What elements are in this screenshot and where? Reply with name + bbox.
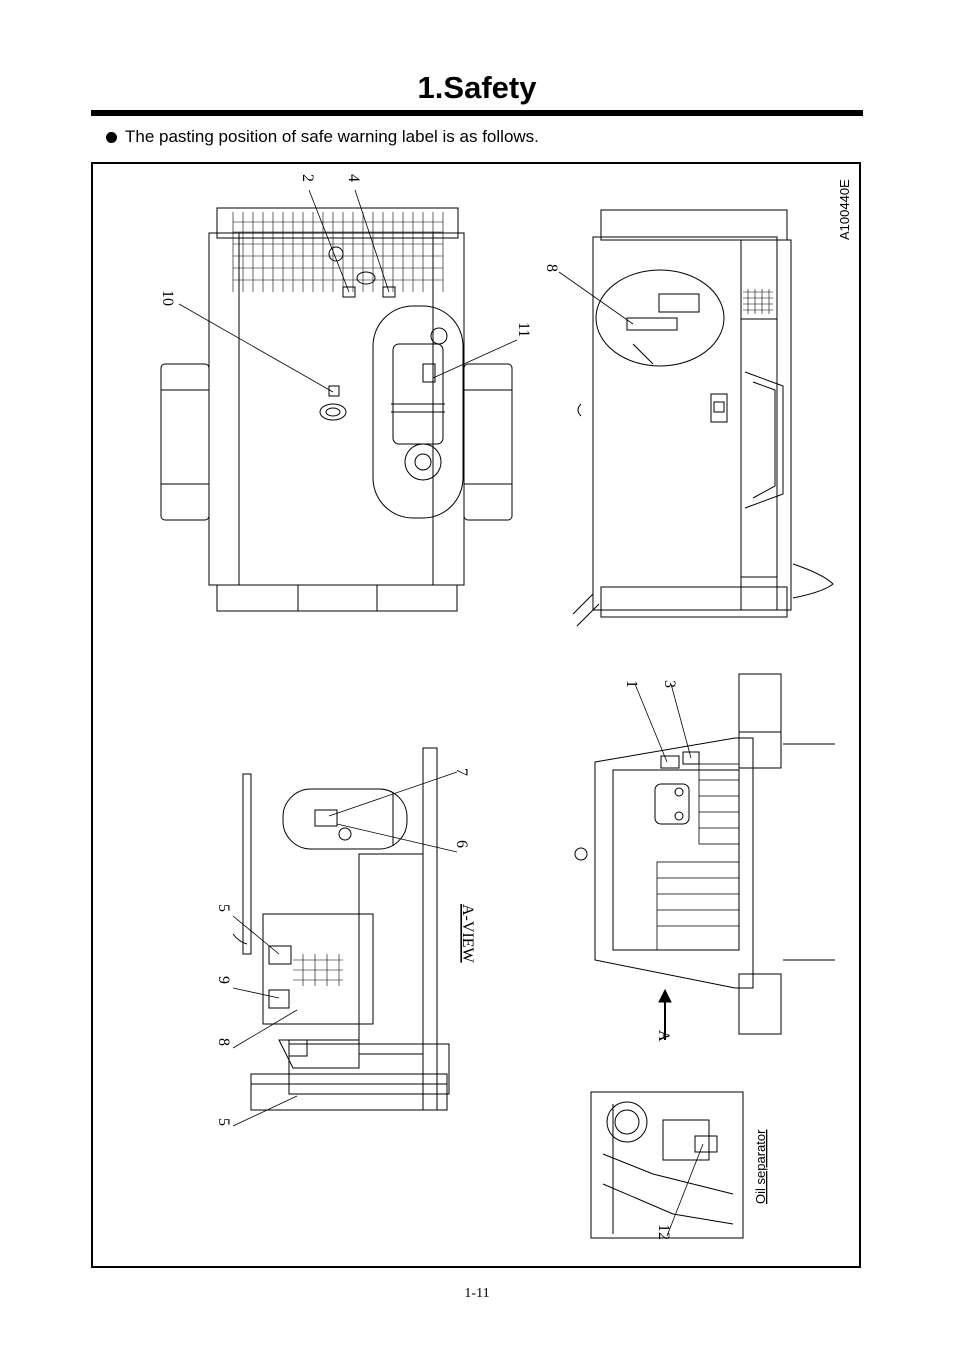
- machine-top-view: [572, 209, 834, 627]
- callout-8-bottom: 8: [215, 1038, 232, 1046]
- callout-leaders: [178, 189, 704, 1237]
- callout-8-top: 8: [543, 264, 560, 272]
- page-number: 1-11: [464, 1286, 490, 1301]
- machine-side-view: [160, 207, 513, 612]
- drawing-number: A100440E: [837, 179, 852, 240]
- a-view-label: A-VIEW: [459, 904, 476, 964]
- machine-front-view: [574, 673, 835, 1035]
- callout-1: 1: [623, 680, 640, 688]
- arrow-label-a: A: [655, 1030, 672, 1042]
- a-view-drawing: [232, 747, 450, 1111]
- callout-11: 11: [515, 322, 532, 337]
- callout-4: 4: [345, 174, 362, 182]
- figure-frame: [91, 162, 861, 1268]
- page-title: 1.Safety: [417, 70, 537, 105]
- oil-separator-detail: [590, 1091, 744, 1239]
- callout-9: 9: [215, 976, 232, 984]
- oil-separator-label: Oil separator: [753, 1129, 768, 1204]
- bullet-dot-icon: [106, 131, 117, 143]
- intro-text: The pasting position of safe warning lab…: [125, 127, 539, 146]
- view-arrow: [658, 988, 672, 1040]
- callout-2: 2: [299, 174, 316, 182]
- intro-line: The pasting position of safe warning lab…: [106, 127, 539, 147]
- callout-3: 3: [661, 680, 678, 688]
- callout-12: 12: [655, 1224, 672, 1240]
- label-position-diagram: A100440E 2 4 10 11 8 1 3 7 6 A-VIEW 5 9 …: [159, 174, 852, 1240]
- callout-10: 10: [159, 290, 176, 306]
- callout-7: 7: [453, 768, 470, 776]
- title-rule: [91, 110, 863, 116]
- callout-5-bottom: 5: [215, 1118, 232, 1126]
- callout-6: 6: [453, 840, 470, 848]
- callout-5-top: 5: [215, 904, 232, 912]
